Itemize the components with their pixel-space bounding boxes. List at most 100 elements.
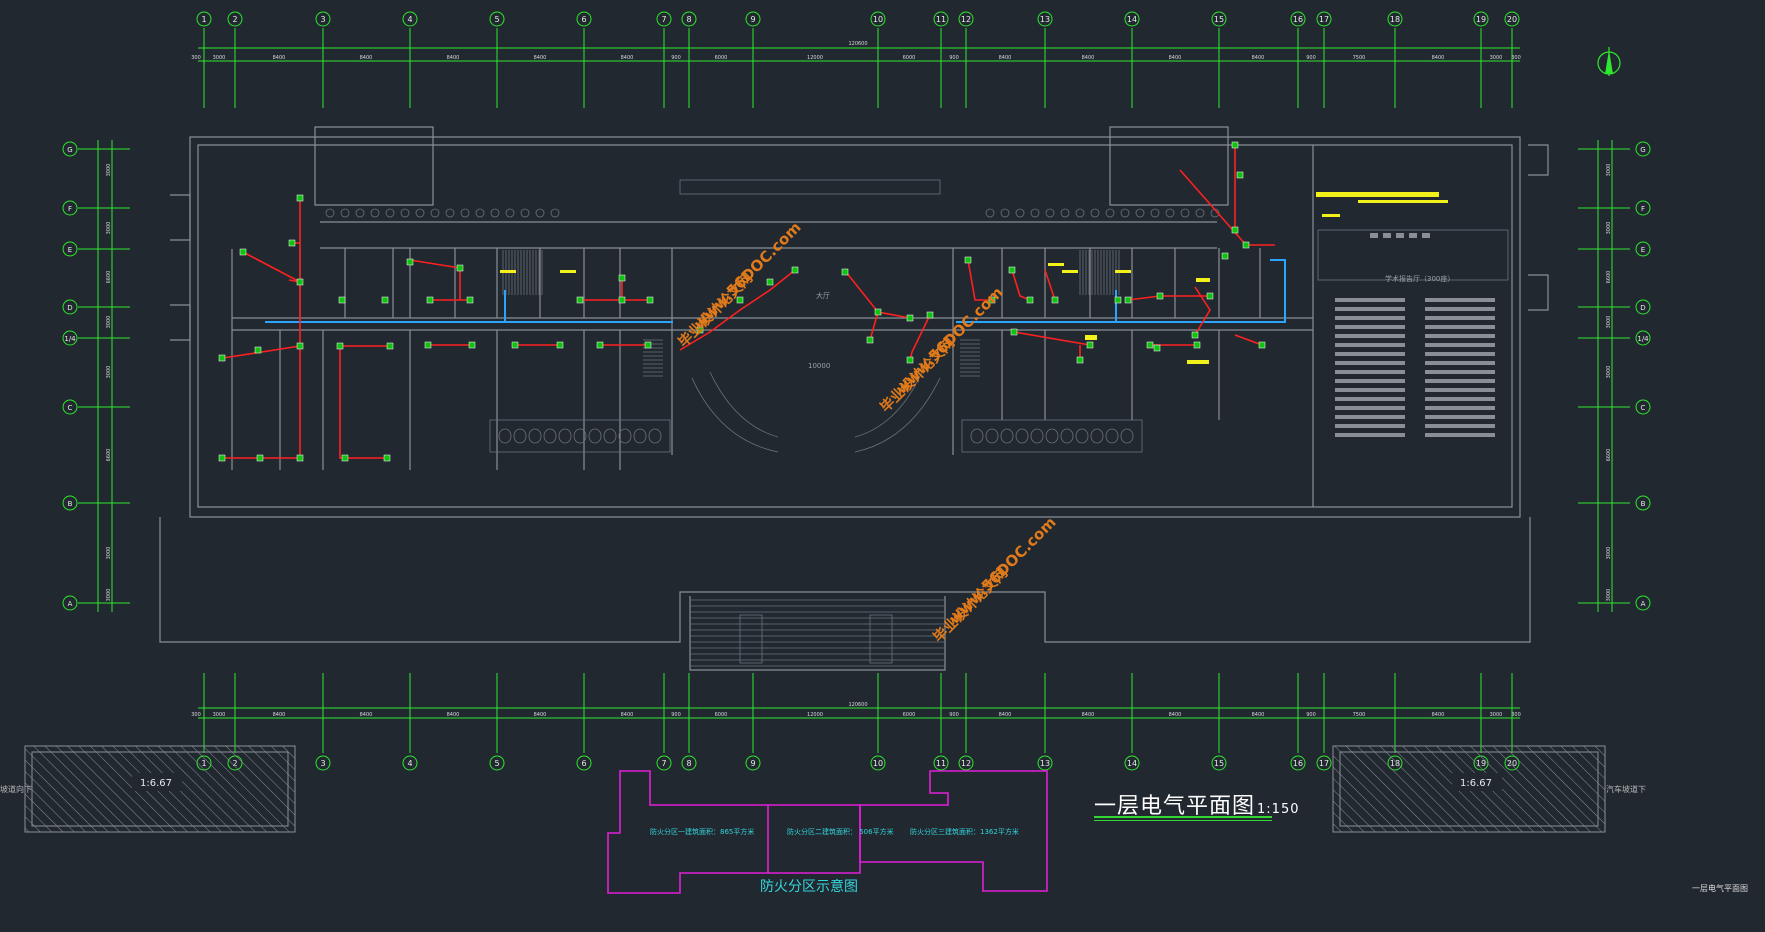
axis-bubble-right-3: D: [1635, 299, 1651, 315]
dim-text-top: 3000: [1490, 55, 1503, 61]
axis-circle: [656, 11, 672, 27]
dim-text-bottom: 6000: [903, 712, 916, 718]
dim-text-bottom: 8400: [273, 712, 286, 718]
planter-shrub: [528, 428, 542, 444]
facade-ornament: [415, 208, 425, 218]
axis-label: F: [68, 205, 72, 213]
axis-bubble-bottom-14: 14: [1124, 755, 1140, 771]
seat-row: [1335, 406, 1405, 410]
axis-circle: [402, 11, 418, 27]
axis-bubble-top-6: 6: [576, 11, 592, 27]
seat-row: [1425, 343, 1495, 347]
dim-text-bottom: 900: [1306, 712, 1316, 718]
dim-text-top: 8400: [1252, 55, 1265, 61]
light-fixture: [1193, 341, 1201, 349]
light-fixture: [596, 341, 604, 349]
dim-text-left: 3000: [106, 547, 112, 560]
facade-ornament: [355, 208, 365, 218]
axis-circle: [1473, 11, 1489, 27]
axis-circle: [1290, 755, 1306, 771]
axis-circle: [1635, 495, 1651, 511]
axis-circle: [1290, 11, 1306, 27]
axis-label: 4: [407, 759, 412, 768]
axis-bubble-bottom-7: 7: [656, 755, 672, 771]
axis-label: D: [67, 304, 72, 312]
axis-circle: [1211, 11, 1227, 27]
axis-bubble-top-16: 16: [1290, 11, 1306, 27]
north-arrow: [1597, 47, 1621, 76]
axis-label: 12: [961, 15, 971, 24]
axis-circle: [1316, 755, 1332, 771]
axis-bubble-top-2: 2: [227, 11, 243, 27]
light-fixture: [1146, 341, 1154, 349]
planter-shrub: [618, 428, 632, 444]
wall-segment-2: [314, 126, 434, 206]
seat-row: [1335, 325, 1405, 329]
axis-label: B: [68, 500, 73, 508]
axis-circle: [1124, 755, 1140, 771]
axis-circle: [745, 755, 761, 771]
light-fixture: [1051, 296, 1059, 304]
facade-ornament: [520, 208, 530, 218]
watermark-site-0: 毕业设计论文网: [675, 270, 756, 351]
axis-label: C: [1641, 404, 1646, 412]
facade-ornament: [535, 208, 545, 218]
light-fixture: [1231, 141, 1239, 149]
seat-row: [1425, 352, 1495, 356]
circuit-run-16: [877, 311, 911, 319]
axis-bubble-left-1: F: [62, 200, 78, 216]
seat-row: [1425, 298, 1495, 302]
watermark-site-1: 毕业设计论文网: [877, 335, 958, 416]
axis-circle: [958, 11, 974, 27]
ramp-left-label: 坡道向下: [0, 784, 32, 794]
dim-text-bottom: 8400: [1252, 712, 1265, 718]
axis-circle: [1387, 11, 1403, 27]
building-walls: [159, 126, 1549, 671]
light-fixture: [906, 356, 914, 364]
dim-text-top: 12000: [807, 55, 823, 61]
facade-ornament: [475, 208, 485, 218]
planter-shrub: [1060, 428, 1074, 444]
seat-row: [1425, 433, 1495, 437]
planter-shrub: [1120, 428, 1134, 444]
light-fixture: [866, 336, 874, 344]
axis-bubble-top-14: 14: [1124, 11, 1140, 27]
axis-circle: [315, 755, 331, 771]
facade-ornament: [1060, 208, 1070, 218]
facade-ornament: [370, 208, 380, 218]
axis-circle: [1635, 399, 1651, 415]
dim-text-bottom: 900: [671, 712, 681, 718]
axis-label: G: [67, 146, 72, 154]
distribution-box: [1062, 270, 1078, 273]
dim-text-bottom: 12000: [807, 712, 823, 718]
axis-label: 17: [1319, 759, 1329, 768]
axis-label: 1/4: [64, 335, 76, 343]
light-fixture: [218, 354, 226, 362]
axis-circle: [402, 755, 418, 771]
planter-shrub: [1105, 428, 1119, 444]
axis-label: 14: [1127, 15, 1137, 24]
dim-text-left: 3000: [106, 316, 112, 329]
axis-label: 3: [320, 15, 325, 24]
dim-text-right: 3000: [1606, 222, 1612, 235]
canopy-rail: [679, 179, 941, 195]
seat-row: [1335, 343, 1405, 347]
seat-row: [1425, 325, 1495, 329]
planter-shrub: [543, 428, 557, 444]
axis-label: 12: [961, 759, 971, 768]
dim-text-right: 6600: [1606, 449, 1612, 462]
light-fixture: [511, 341, 519, 349]
drawing-title-text: 一层电气平面图: [1094, 794, 1256, 819]
light-fixture: [1026, 296, 1034, 304]
light-fixture: [736, 296, 744, 304]
stage-seat: [1370, 233, 1378, 238]
axis-bubble-right-2: E: [1635, 241, 1651, 257]
dim-text-bottom: 900: [949, 712, 959, 718]
axis-label: 8: [686, 15, 691, 24]
dim-text-top: 8400: [1432, 55, 1445, 61]
light-fixture: [426, 296, 434, 304]
facade-ornament: [1090, 208, 1100, 218]
facade-ornament: [1030, 208, 1040, 218]
stage-seat: [1422, 233, 1430, 238]
